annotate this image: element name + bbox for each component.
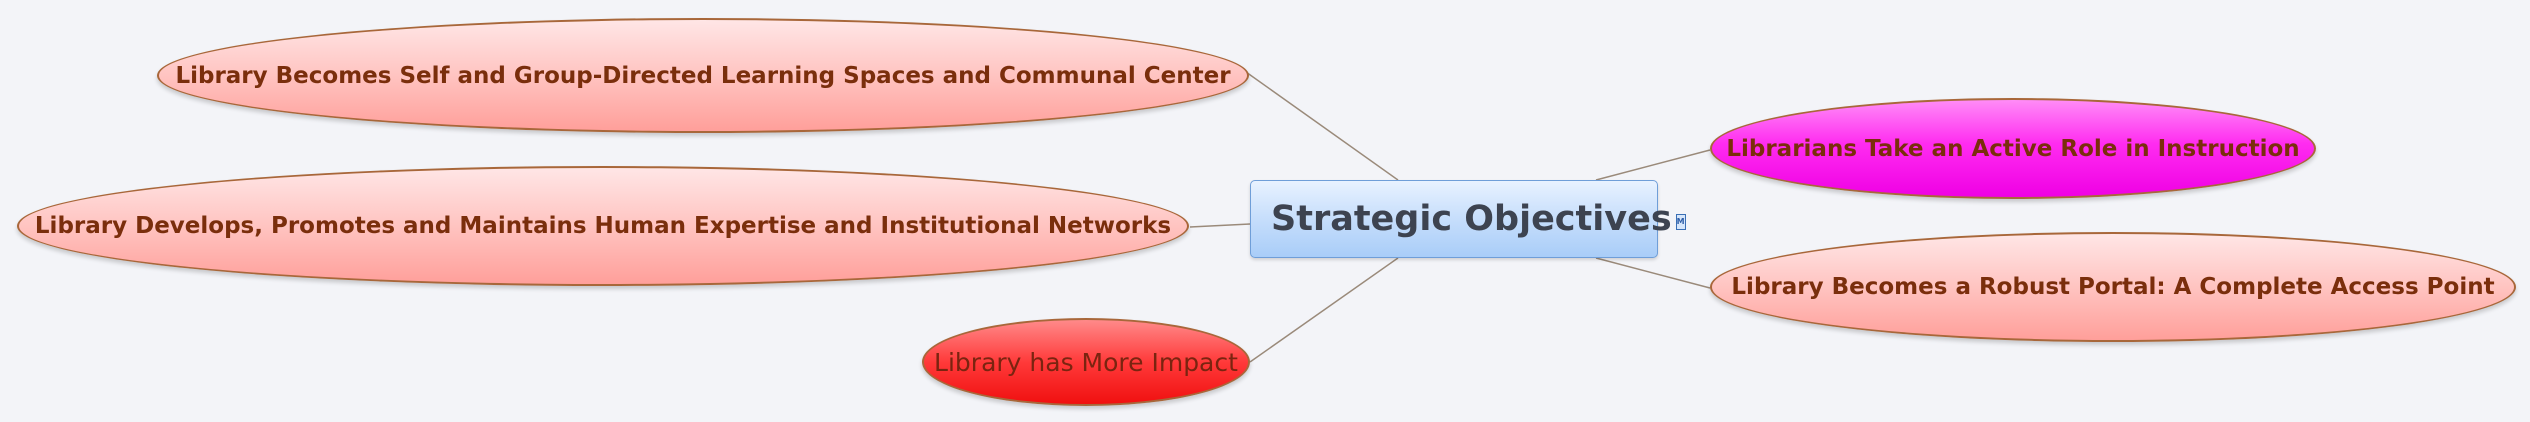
topic-active-role[interactable]: Librarians Take an Active Role in Instru…	[1710, 98, 2316, 199]
connector-self-directed	[1245, 71, 1399, 181]
memo-icon[interactable]: M	[1675, 214, 1686, 230]
topic-more-impact[interactable]: Library has More Impact	[922, 318, 1250, 406]
topic-robust-portal[interactable]: Library Becomes a Robust Portal: A Compl…	[1710, 232, 2516, 342]
topic-label: Library Develops, Promotes and Maintains…	[34, 213, 1172, 239]
topic-label: Library Becomes a Robust Portal: A Compl…	[1731, 274, 2495, 300]
topic-self-directed[interactable]: Library Becomes Self and Group-Directed …	[157, 18, 1249, 133]
topic-label: Librarians Take an Active Role in Instru…	[1726, 135, 2300, 162]
connector-active-role	[1595, 149, 1711, 181]
topic-human-expertise[interactable]: Library Develops, Promotes and Maintains…	[17, 166, 1189, 286]
topic-label: Library has More Impact	[934, 347, 1238, 377]
connector-robust-portal	[1595, 257, 1711, 289]
central-topic[interactable]: Strategic Objectives M	[1250, 180, 1686, 258]
connector-human-expertise	[1189, 223, 1251, 228]
topic-label: Library Becomes Self and Group-Directed …	[175, 62, 1231, 89]
central-topic-title: Strategic Objectives	[1271, 199, 1672, 239]
connector-more-impact	[1249, 257, 1399, 363]
